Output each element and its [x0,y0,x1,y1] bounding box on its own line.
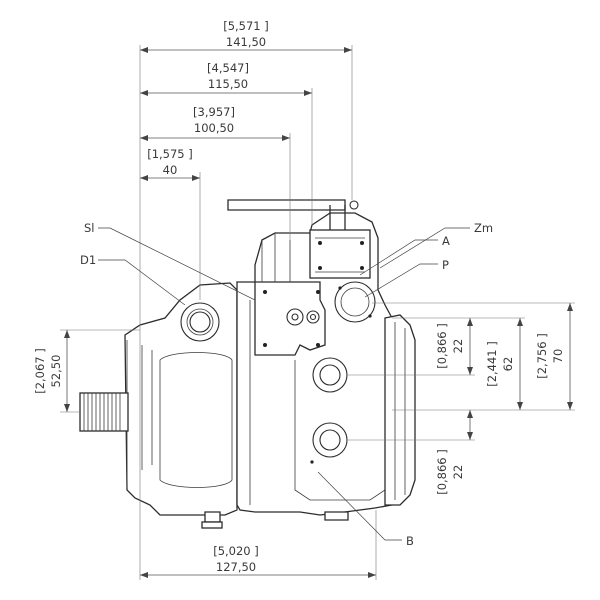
dim-top-2-mm: 115,50 [208,77,248,91]
dimension-lines [64,47,573,578]
dim-top-1-mm: 141,50 [226,35,266,49]
dim-right-3-mm: 70 [551,349,565,364]
b-port-inner [319,429,341,451]
dim-left-1-mm: 52,50 [49,355,63,388]
dim-left-1-inch: [2,067 ] [33,348,47,394]
label-p: P [442,258,449,272]
extension-lines [60,45,575,580]
dim-top-2-inch: [4,547] [207,61,249,75]
label-b: B [406,534,414,548]
dim-right-4-mm: 22 [451,465,465,480]
label-a: A [442,234,450,248]
ports-graphics [180,241,376,464]
pump-body [79,199,416,529]
d1-port-inner [189,311,211,333]
dim-top-3-mm: 100,50 [194,121,234,135]
dim-bottom-1-mm: 127,50 [216,560,256,574]
dim-right-3-inch: [2,756 ] [535,333,549,379]
dimension-labels: [5,571 ] 141,50 [4,547] 115,50 [3,957] 1… [33,19,565,574]
dim-right-4-inch: [0,866 ] [435,449,449,495]
label-zm: Zm [474,221,493,235]
dim-top-1-inch: [5,571 ] [223,19,269,33]
dim-top-4-mm: 40 [163,163,178,177]
port-labels: Sl D1 Zm A P B [80,221,493,548]
dim-right-1-mm: 22 [451,339,465,354]
a-port-inner [319,364,341,386]
dim-bottom-1-inch: [5,020 ] [213,544,259,558]
dim-top-3-inch: [3,957] [193,105,235,119]
label-d1: D1 [80,253,96,267]
dim-right-2-inch: [2,441 ] [485,341,499,387]
dim-top-4-inch: [1,575 ] [147,147,193,161]
leader-lines [98,227,470,541]
label-sl: Sl [84,221,95,235]
dim-right-1-inch: [0,866 ] [435,323,449,369]
dim-right-2-mm: 62 [501,357,515,372]
